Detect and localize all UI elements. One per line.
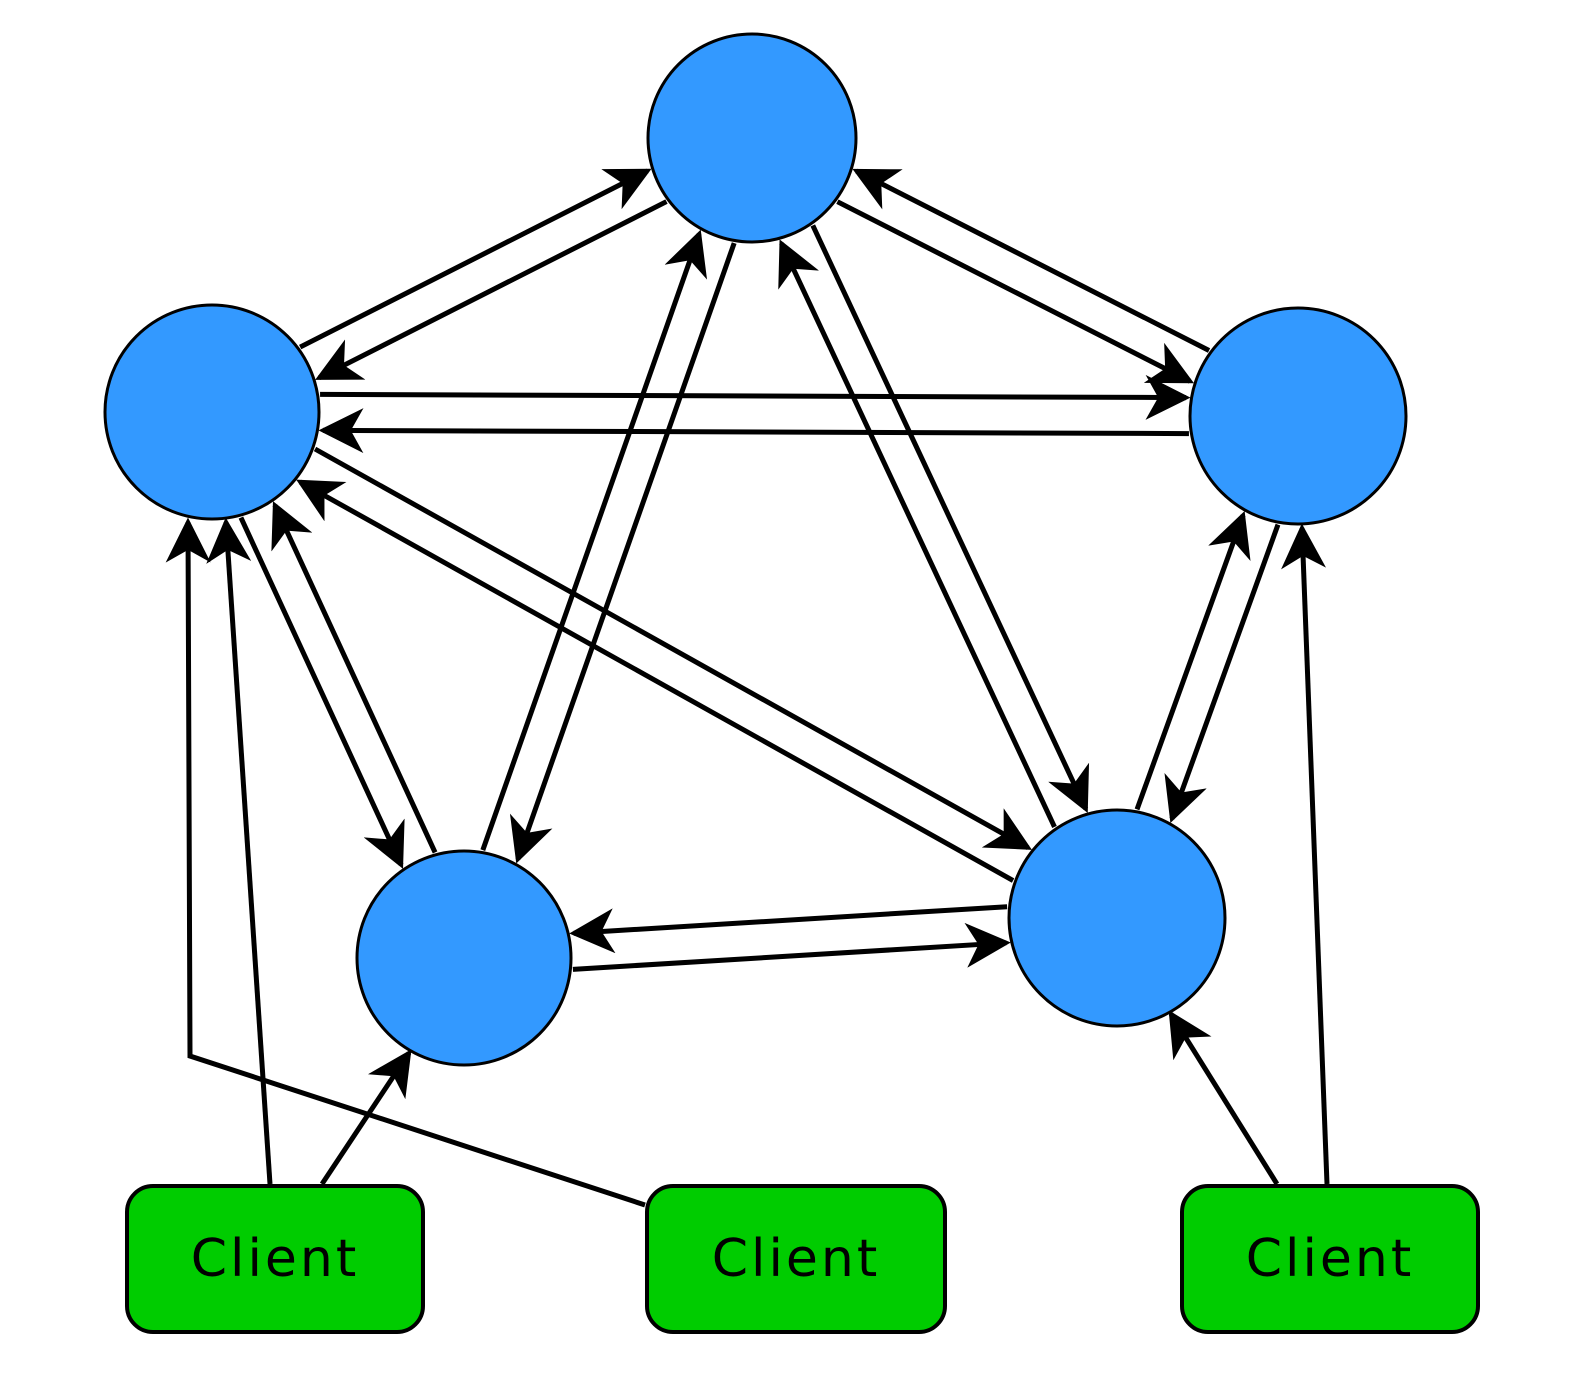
client-right-to-server-right xyxy=(1281,523,1330,1185)
client-left-to-server-bottom-left xyxy=(319,1049,412,1186)
server-node-bottom-left xyxy=(355,849,573,1067)
server-node-bottom-right xyxy=(1007,808,1227,1028)
edge-server-node-bottom-right-to-server-node-left xyxy=(296,479,1015,883)
client-label: Client xyxy=(190,1229,360,1289)
client-left-to-server-left xyxy=(206,517,273,1185)
edge-server-node-bottom-left-to-server-node-left xyxy=(271,501,438,854)
edge-server-node-bottom-right-to-server-node-bottom-left xyxy=(569,904,1008,954)
edge-server-node-right-to-server-node-top xyxy=(852,168,1211,353)
edge-server-node-top-to-server-node-bottom-right xyxy=(810,224,1090,814)
edge-server-node-top-to-server-node-bottom-left xyxy=(509,242,737,864)
edge-server-node-bottom-left-to-server-node-bottom-right xyxy=(572,922,1011,972)
edge-server-node-right-to-server-node-left xyxy=(318,408,1189,454)
edge-server-node-bottom-left-to-server-node-top xyxy=(480,229,708,851)
server-node-top xyxy=(646,32,858,244)
client-box-middle: Client xyxy=(645,1184,947,1334)
edge-server-node-left-to-server-node-top xyxy=(299,168,652,350)
server-node-right xyxy=(1188,306,1408,526)
edge-server-node-top-to-server-node-left xyxy=(315,199,668,381)
edge-server-node-bottom-right-to-server-node-right xyxy=(1134,511,1251,811)
edge-server-node-left-to-server-node-right xyxy=(320,374,1191,420)
edge-server-node-top-to-server-node-right xyxy=(836,199,1195,384)
edge-server-node-bottom-right-to-server-node-top xyxy=(778,239,1057,828)
edge-server-node-right-to-server-node-bottom-right xyxy=(1164,523,1281,823)
client-middle-to-server-left xyxy=(165,517,646,1208)
client-right-to-server-bottom-right xyxy=(1168,1010,1280,1186)
edge-server-node-left-to-server-node-bottom-left xyxy=(238,516,405,869)
server-node-left xyxy=(103,303,321,521)
client-label: Client xyxy=(711,1229,881,1289)
client-label: Client xyxy=(1245,1229,1415,1289)
client-box-left: Client xyxy=(125,1184,425,1334)
edge-server-node-left-to-server-node-bottom-right xyxy=(313,446,1032,850)
client-box-right: Client xyxy=(1180,1184,1480,1334)
